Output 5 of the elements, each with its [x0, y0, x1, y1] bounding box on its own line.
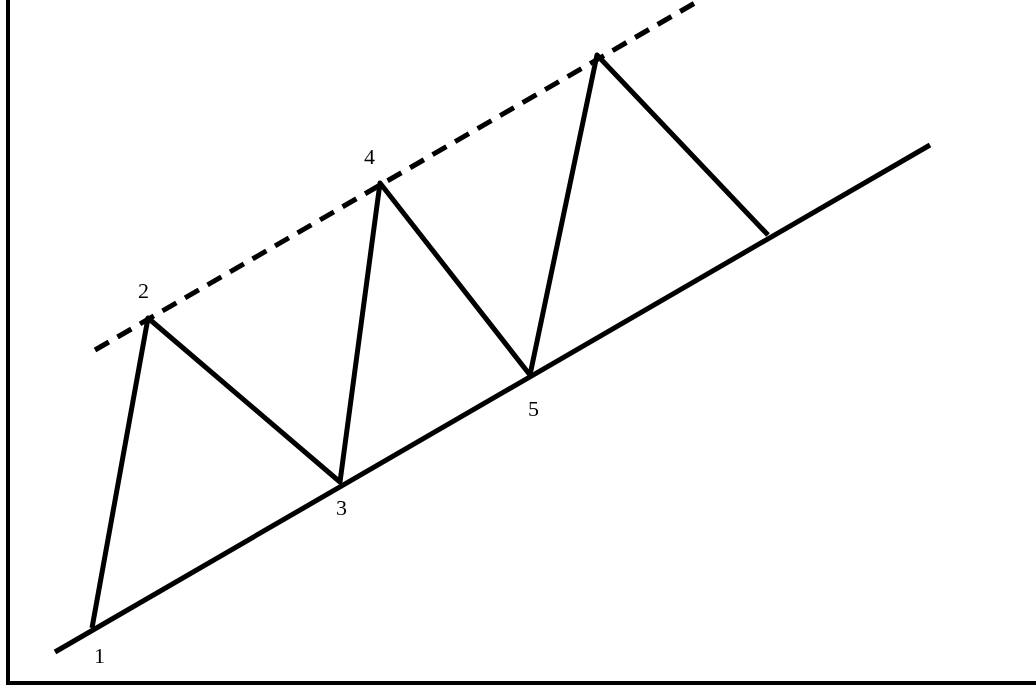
point-label: 5 — [528, 398, 539, 420]
point-label: 2 — [138, 280, 149, 302]
point-label: 3 — [336, 497, 347, 519]
point-label: 4 — [364, 146, 375, 168]
point-label: 1 — [94, 645, 105, 667]
